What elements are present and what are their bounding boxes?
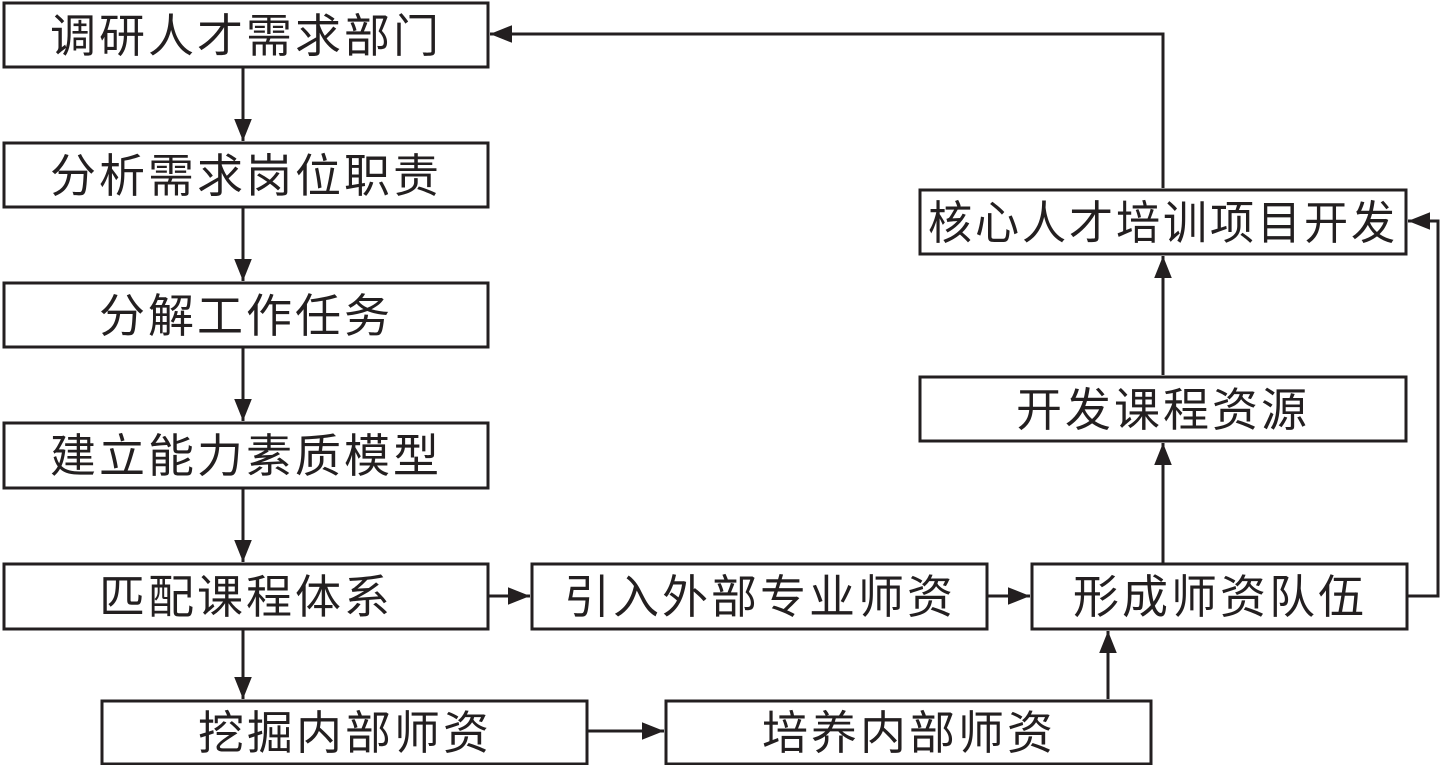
- node-n4: 建立能力素质模型: [2, 421, 490, 490]
- node-n5-label: 匹配课程体系: [99, 570, 393, 624]
- node-n2-label: 分析需求岗位职责: [50, 149, 442, 203]
- node-n6-label: 引入外部专业师资: [564, 570, 956, 624]
- node-n11-label: 核心人才培训项目开发: [928, 196, 1398, 250]
- node-n9: 培养内部师资: [664, 699, 1153, 765]
- node-n3-label: 分解工作任务: [99, 289, 393, 343]
- node-n8-label: 挖掘内部师资: [198, 706, 492, 760]
- edge-n11-n1: [490, 25, 1165, 188]
- connectors: [234, 25, 1440, 740]
- node-n3: 分解工作任务: [2, 281, 490, 349]
- node-n1-label: 调研人才需求部门: [50, 9, 442, 63]
- edge-n7-n11: [1407, 212, 1440, 598]
- node-n8: 挖掘内部师资: [100, 699, 589, 765]
- node-n9-label: 培养内部师资: [762, 706, 1056, 760]
- node-n10: 开发课程资源: [918, 375, 1408, 443]
- node-n5: 匹配课程体系: [2, 562, 490, 631]
- node-n7-label: 形成师资队伍: [1073, 570, 1367, 624]
- node-n10-label: 开发课程资源: [1016, 383, 1310, 437]
- node-n11: 核心人才培训项目开发: [918, 188, 1408, 256]
- node-n4-label: 建立能力素质模型: [50, 429, 442, 483]
- node-n2: 分析需求岗位职责: [2, 141, 490, 209]
- node-n7: 形成师资队伍: [1030, 562, 1409, 631]
- node-n1: 调研人才需求部门: [2, 1, 490, 69]
- node-n6: 引入外部专业师资: [530, 562, 989, 631]
